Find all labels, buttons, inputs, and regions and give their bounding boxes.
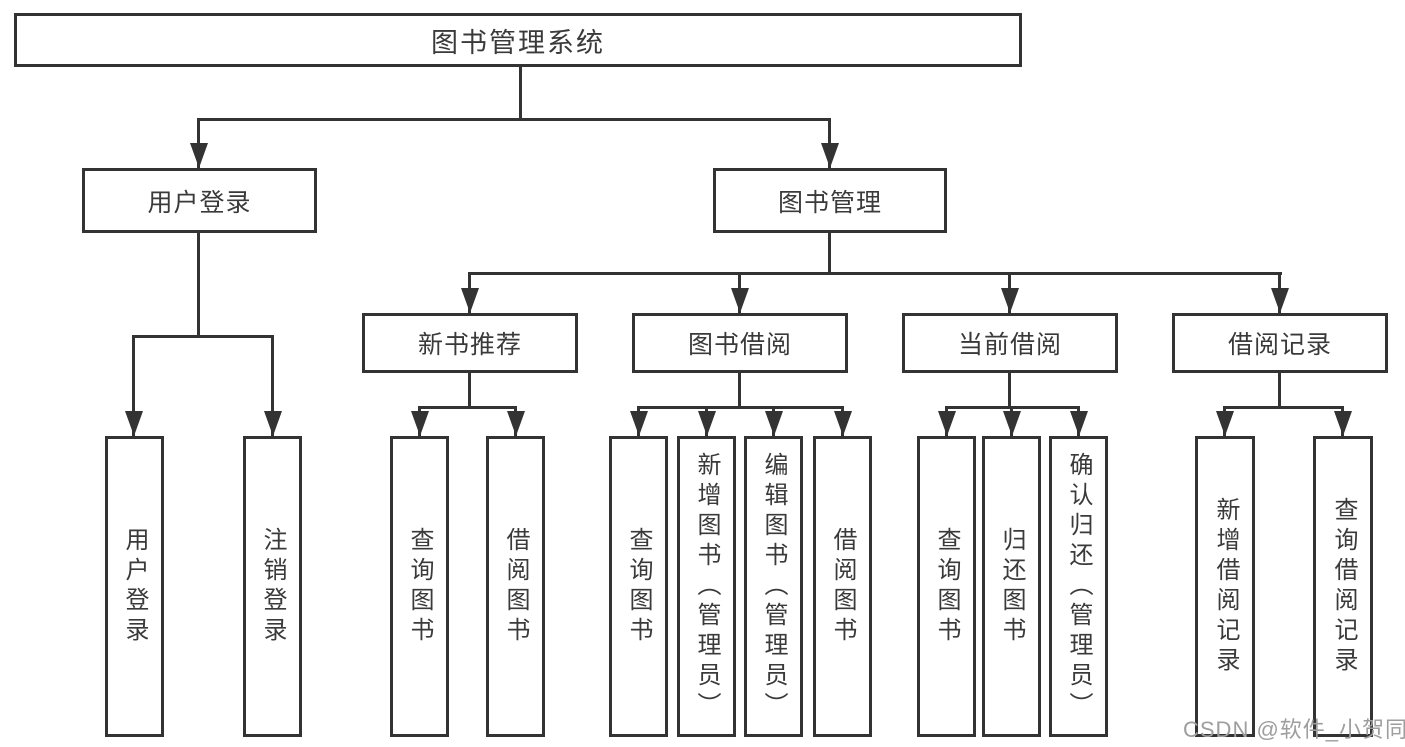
arrow-records-leaf-2 (1333, 406, 1352, 436)
node-book-management-branch: 图书管理 (713, 168, 947, 233)
connector-book-mgmt-stub (828, 232, 831, 274)
arrow-current-borrow-leaf-1 (937, 406, 956, 436)
connector-book-borrow-bar (637, 406, 844, 409)
connector-new-book-stub (468, 372, 471, 408)
node-current-borrowing: 当前借阅 (902, 313, 1118, 373)
leaf-query-borrow-record: 查询借阅记录 (1313, 436, 1373, 737)
arrow-records-leaf-1 (1215, 406, 1234, 436)
arrow-book-borrow-leaf-2 (697, 406, 716, 436)
connector-user-login-stub (197, 232, 200, 338)
arrow-current-borrow-leaf-2 (1002, 406, 1021, 436)
connector-level3-bar (468, 272, 1282, 275)
connector-level1-bar (197, 118, 831, 121)
connector-user-login-bar (132, 335, 274, 338)
arrow-to-new-book-recommend (460, 272, 479, 313)
leaf-query-books-current: 查询图书 (917, 436, 976, 737)
node-user-login-branch: 用户登录 (82, 168, 317, 233)
node-new-book-recommend: 新书推荐 (362, 313, 578, 373)
node-root-system: 图书管理系统 (14, 13, 1022, 67)
arrow-to-current-borrowing (1000, 272, 1019, 313)
arrow-book-borrow-leaf-4 (833, 406, 852, 436)
leaf-borrow-books: 借阅图书 (813, 436, 872, 737)
csdn-watermark: CSDN @软件_小贺同学 (1183, 717, 1405, 742)
connector-new-book-bar (418, 406, 517, 409)
leaf-add-books-admin: 新增图书（管理员） (677, 436, 736, 737)
arrow-new-book-leaf-2 (506, 406, 525, 436)
arrow-to-logout-leaf (263, 335, 282, 436)
node-borrowing-records: 借阅记录 (1172, 313, 1388, 373)
connector-current-borrow-stub (1008, 372, 1011, 408)
arrow-to-user-login (189, 118, 208, 168)
arrow-to-book-management (820, 118, 839, 168)
connector-records-stub (1278, 372, 1281, 408)
arrow-to-user-login-leaf (124, 335, 143, 436)
leaf-return-books: 归还图书 (982, 436, 1041, 737)
arrow-book-borrow-leaf-3 (764, 406, 783, 436)
leaf-query-books-recommend: 查询图书 (390, 436, 449, 737)
arrow-to-borrowing-records (1270, 272, 1289, 313)
connector-root-stub (519, 66, 522, 121)
leaf-query-books-borrow: 查询图书 (609, 436, 668, 737)
connector-records-bar (1223, 406, 1344, 409)
leaf-borrow-books-recommend: 借阅图书 (486, 436, 545, 737)
arrow-to-book-borrowing (730, 272, 749, 313)
leaf-user-login: 用户登录 (105, 436, 164, 737)
arrow-current-borrow-leaf-3 (1069, 406, 1088, 436)
leaf-logout: 注销登录 (243, 436, 302, 737)
arrow-new-book-leaf-1 (410, 406, 429, 436)
leaf-confirm-return-admin: 确认归还（管理员） (1049, 436, 1108, 737)
node-book-borrowing: 图书借阅 (632, 313, 848, 373)
arrow-book-borrow-leaf-1 (629, 406, 648, 436)
leaf-edit-books-admin: 编辑图书（管理员） (744, 436, 803, 737)
connector-book-borrow-stub (738, 372, 741, 408)
leaf-add-borrow-record: 新增借阅记录 (1195, 436, 1255, 737)
